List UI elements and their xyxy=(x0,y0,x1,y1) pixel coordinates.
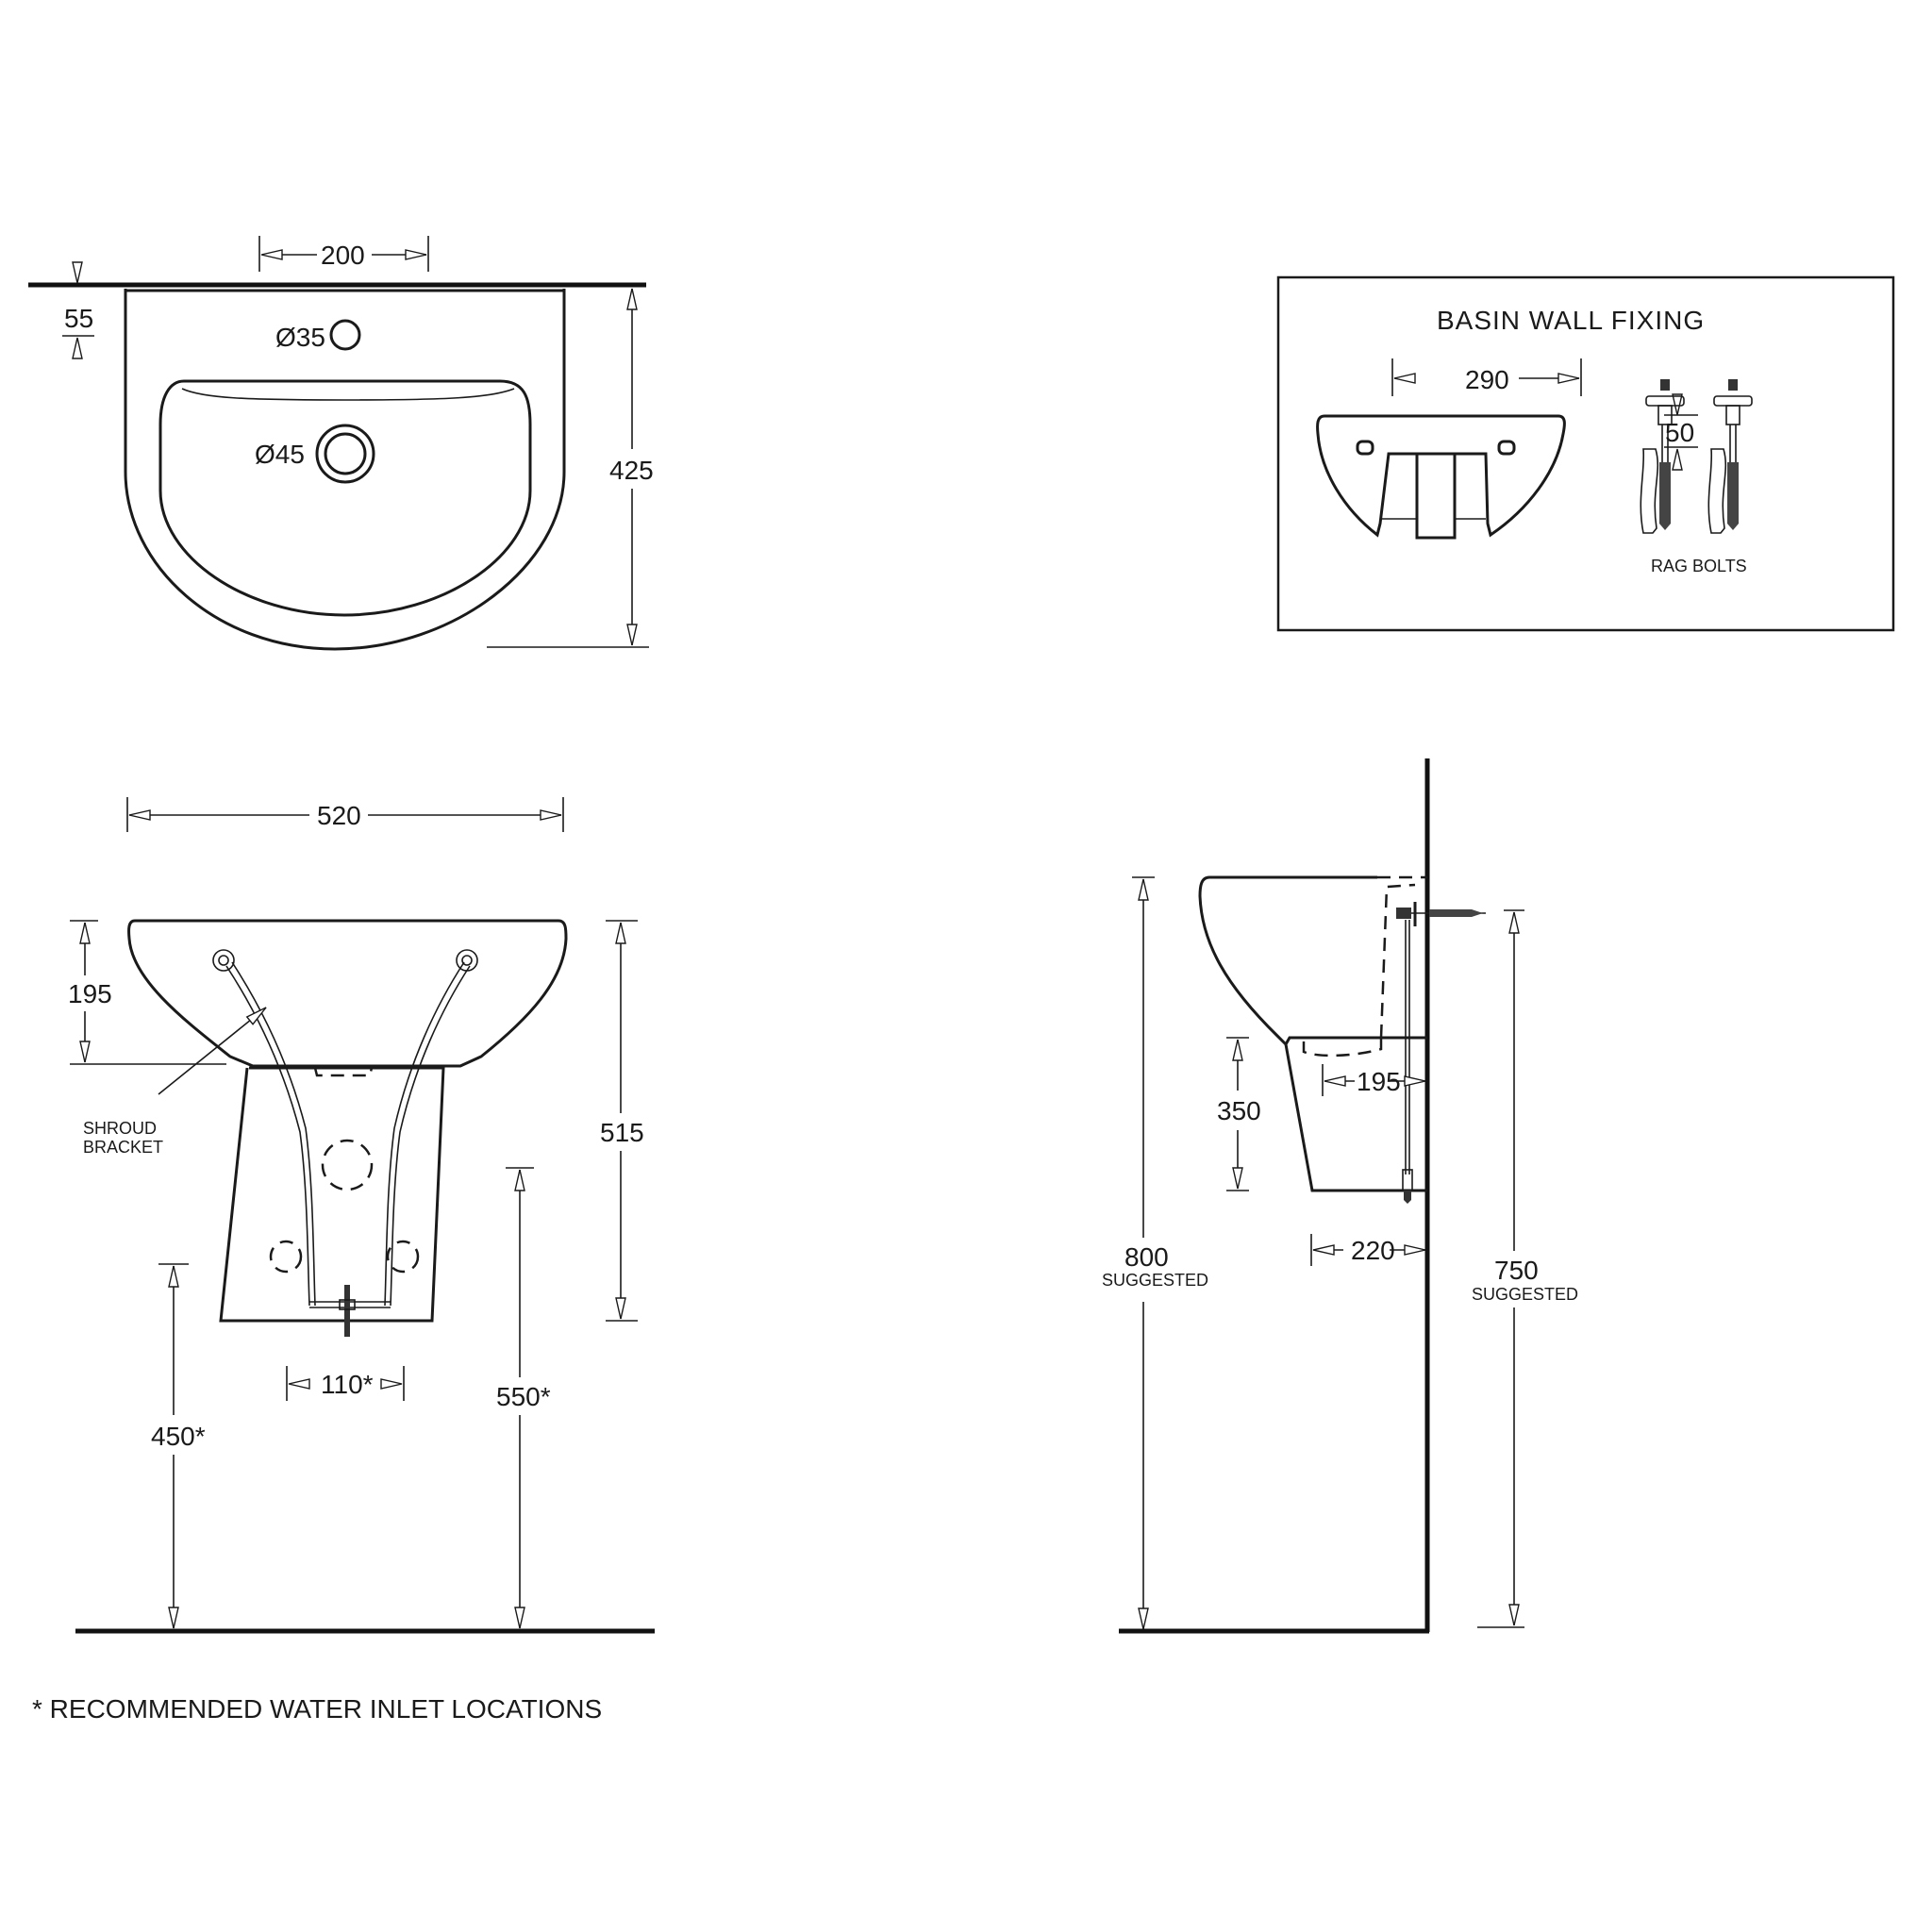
svg-text:550*: 550* xyxy=(496,1382,551,1411)
dim-projection: 220 xyxy=(1310,1234,1426,1266)
svg-text:50: 50 xyxy=(1665,418,1694,447)
svg-text:800: 800 xyxy=(1124,1242,1169,1272)
basin-side-outline xyxy=(1198,875,1377,1046)
dim-backsplash: 55 xyxy=(62,261,94,359)
tap-hole xyxy=(329,319,361,351)
shroud-outline xyxy=(219,1066,445,1323)
dim-fixing-height: 750 SUGGESTED xyxy=(1472,909,1578,1628)
footnote: * RECOMMENDED WATER INLET LOCATIONS xyxy=(32,1694,602,1724)
dim-bolt-offset: 195 xyxy=(1322,1064,1426,1096)
inlet-circle-left xyxy=(269,1240,303,1274)
fixing-slot-left xyxy=(1356,440,1374,456)
bolt-head-right xyxy=(456,949,478,972)
dim-inlet-height-high: 550* xyxy=(496,1167,551,1629)
svg-text:195: 195 xyxy=(68,979,112,1008)
svg-text:515: 515 xyxy=(600,1118,644,1147)
svg-text:195: 195 xyxy=(1357,1067,1401,1096)
dim-rim-height: 800 SUGGESTED xyxy=(1102,876,1208,1630)
svg-text:290: 290 xyxy=(1465,365,1509,394)
dim-shroud-height: 350 xyxy=(1217,1037,1261,1191)
panel-frame xyxy=(1276,275,1895,632)
inlet-circle-center xyxy=(321,1139,374,1191)
dim-tap-spacing: 200 xyxy=(258,236,429,272)
svg-text:55: 55 xyxy=(64,304,93,333)
basin-front-outline xyxy=(127,919,568,1068)
basin-outline xyxy=(124,289,566,651)
plan-view: Ø35 Ø45 200 55 425 xyxy=(28,236,654,651)
waste-hole xyxy=(315,424,375,484)
waste-hole-label: Ø45 xyxy=(255,440,305,469)
svg-text:520: 520 xyxy=(317,801,361,830)
svg-text:220: 220 xyxy=(1351,1236,1395,1265)
svg-text:750: 750 xyxy=(1494,1256,1539,1285)
basin-back-outline xyxy=(1316,414,1566,538)
svg-text:350: 350 xyxy=(1217,1096,1261,1125)
panel-title: BASIN WALL FIXING xyxy=(1437,306,1705,335)
dim-inlet-spacing: 110* xyxy=(286,1366,405,1401)
wall-fixing-panel: BASIN WALL FIXING 290 50 xyxy=(1276,275,1895,632)
bowl-outline xyxy=(158,379,532,617)
svg-text:SUGGESTED: SUGGESTED xyxy=(1102,1271,1208,1290)
svg-text:200: 200 xyxy=(321,241,365,270)
shroud-bracket-label: BRACKET xyxy=(83,1138,163,1157)
dim-width: 520 xyxy=(126,797,564,832)
front-view: 520 SHROUD BRACKET xyxy=(68,797,655,1634)
shroud-top-dash xyxy=(313,1067,374,1077)
rag-bolt-icon xyxy=(1707,379,1753,534)
shroud-bracket-label: SHROUD xyxy=(83,1119,157,1138)
svg-text:450*: 450* xyxy=(151,1422,206,1451)
dim-fixing-height: 50 xyxy=(1664,393,1698,471)
rag-bolts-label: RAG BOLTS xyxy=(1651,557,1747,575)
svg-text:SUGGESTED: SUGGESTED xyxy=(1472,1285,1578,1304)
bolt-head-left xyxy=(212,949,235,972)
dim-fixing-spacing: 290 xyxy=(1391,358,1582,396)
dim-overall-height: 515 xyxy=(600,920,644,1322)
side-view: 800 SUGGESTED 350 195 xyxy=(1102,758,1578,1634)
inlet-circle-right xyxy=(386,1240,420,1274)
svg-text:110*: 110* xyxy=(321,1370,374,1399)
dim-bowl-height: 195 xyxy=(68,920,226,1065)
dim-inlet-height-low: 450* xyxy=(151,1263,206,1629)
tap-hole-label: Ø35 xyxy=(275,323,325,352)
fixing-slot-right xyxy=(1497,440,1516,456)
svg-text:425: 425 xyxy=(609,456,654,485)
dim-depth: 425 xyxy=(487,288,654,648)
rag-bolt-icon xyxy=(1640,379,1685,534)
